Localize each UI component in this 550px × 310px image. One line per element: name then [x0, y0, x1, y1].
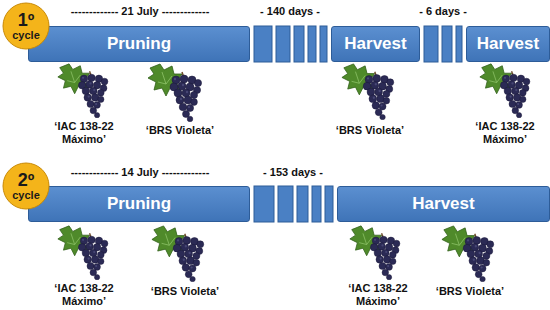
- stage-bar: Pruning: [28, 26, 250, 62]
- cultivar-label: ‘BRS Violeta’: [146, 124, 214, 137]
- cycle-circle: 1ºcycle: [2, 2, 50, 50]
- timing-label: ------------- 14 July -------------: [71, 166, 210, 179]
- cycle-number: 2º: [18, 171, 35, 190]
- cycle-word: cycle: [12, 190, 40, 202]
- cultivar-label: ‘BRS Violeta’: [336, 124, 404, 137]
- stage-name: Pruning: [107, 34, 171, 54]
- cycle-word: cycle: [12, 30, 40, 42]
- timing-label: ------------- 21 July -------------: [71, 5, 210, 18]
- grape-pictures: [58, 64, 530, 282]
- stage-name: Harvest: [344, 34, 406, 54]
- cultivar-label: ‘IAC 138-22 Máximo’: [469, 120, 541, 145]
- stage-bar: Harvest: [337, 186, 550, 222]
- cultivar-label: ‘BRS Violeta’: [436, 285, 504, 298]
- timing-label: - 140 days -: [260, 5, 320, 18]
- cycle-circle: 2ºcycle: [2, 162, 50, 210]
- cultivar-label: ‘BRS Violeta’: [151, 285, 219, 298]
- stage-name: Harvest: [477, 34, 539, 54]
- cultivar-label: ‘IAC 138-22 Máximo’: [342, 282, 414, 307]
- cultivar-label: ‘IAC 138-22 Máximo’: [48, 282, 120, 307]
- stage-bar: Harvest: [466, 26, 550, 62]
- stage-name: Pruning: [107, 194, 171, 214]
- cycle-number: 1º: [18, 11, 35, 30]
- stage-name: Harvest: [412, 194, 474, 214]
- timing-label: - 6 days -: [419, 5, 467, 18]
- stage-bar: Pruning: [28, 186, 250, 222]
- timing-label: - 153 days -: [263, 166, 323, 179]
- cultivar-label: ‘IAC 138-22 Máximo’: [48, 120, 120, 145]
- stage-bar: Harvest: [331, 26, 420, 62]
